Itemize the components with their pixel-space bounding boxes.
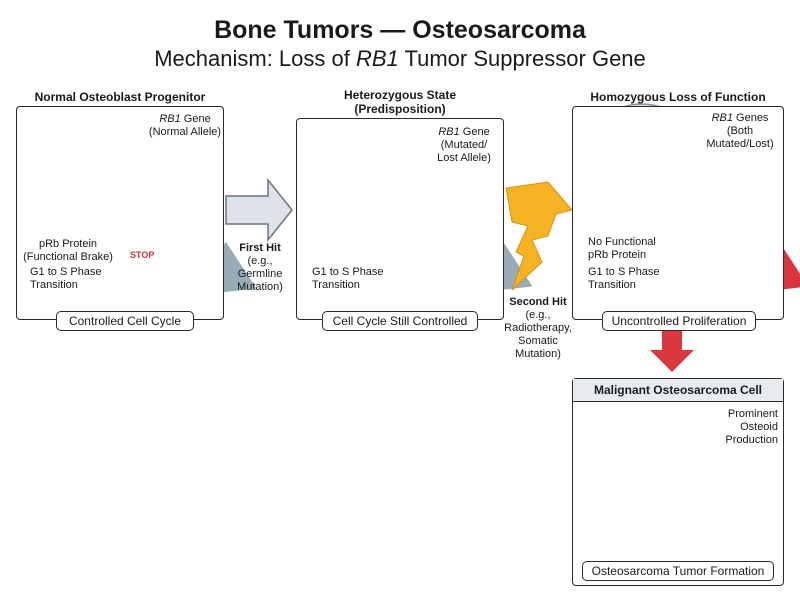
- panel-1-gene-name: RB1: [159, 113, 181, 125]
- malignant-box: [572, 378, 784, 586]
- progression-arrow: [650, 330, 694, 372]
- page-title: Bone Tumors — Osteosarcoma: [214, 16, 586, 44]
- first-hit-arrow: [225, 177, 293, 243]
- subtitle-gene: RB1: [355, 46, 399, 71]
- panel-1-heading: Normal Osteoblast Progenitor: [34, 90, 206, 104]
- subtitle-suffix: Tumor Suppressor Gene: [398, 46, 646, 71]
- stop-label: STOP: [130, 250, 155, 260]
- panel-1-gene-label: RB1 Gene(Normal Allele): [148, 113, 222, 138]
- panel-2-gene-label: RB1 Gene(Mutated/Lost Allele): [437, 126, 491, 164]
- panel-2-footer: Cell Cycle Still Controlled: [322, 311, 478, 331]
- panel-2-box: [296, 118, 504, 320]
- subtitle-prefix: Mechanism: Loss of: [154, 46, 356, 71]
- second-hit-lightning: [505, 181, 573, 291]
- panel-2-heading: Heterozygous State(Predisposition): [343, 88, 457, 116]
- panel-2-gene-name: RB1: [438, 126, 460, 138]
- panel-3-footer: Uncontrolled Proliferation: [602, 311, 756, 331]
- panel-1-footer: Controlled Cell Cycle: [56, 311, 194, 331]
- panel-3-box: [572, 106, 784, 320]
- panel-1-box: [16, 106, 224, 320]
- malignant-heading: Malignant Osteosarcoma Cell: [573, 379, 783, 402]
- malignant-footer: Osteosarcoma Tumor Formation: [582, 561, 774, 581]
- page-subtitle: Mechanism: Loss of RB1 Tumor Suppressor …: [0, 46, 800, 72]
- panel-1-protein-label: pRb Protein(Functional Brake): [23, 238, 113, 263]
- panel-3-heading: Homozygous Loss of Function: [590, 90, 766, 104]
- panel-3-gene-name: RB1: [711, 112, 733, 124]
